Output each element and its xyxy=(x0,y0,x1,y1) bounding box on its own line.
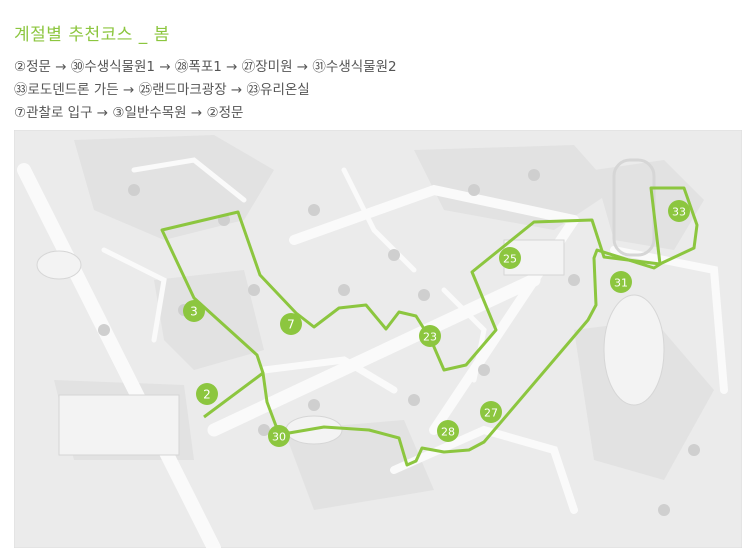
marker-23-label: 23 xyxy=(423,331,437,344)
marker-2-label: 2 xyxy=(203,388,211,402)
marker-33-label: 33 xyxy=(672,206,686,219)
route-line-2-text: ㉝로도덴드론 가든 → ㉕랜드마크광장 → ㉓유리온실 xyxy=(14,82,310,98)
marker-23[interactable]: 23 xyxy=(419,325,441,347)
route-markers: 3 7 2 30 23 28 xyxy=(183,200,690,447)
marker-31[interactable]: 31 xyxy=(610,271,632,293)
marker-3[interactable]: 3 xyxy=(183,300,205,322)
marker-7[interactable]: 7 xyxy=(280,313,302,335)
marker-31-label: 31 xyxy=(614,277,628,290)
marker-28[interactable]: 28 xyxy=(437,420,459,442)
marker-7-label: 7 xyxy=(287,318,295,332)
marker-25-label: 25 xyxy=(503,253,517,266)
trees xyxy=(98,169,700,516)
route-path-west xyxy=(160,210,661,374)
marker-27-label: 27 xyxy=(484,407,498,420)
route-line-3-text: ⑦관찰로 입구 → ③일반수목원 → ②정문 xyxy=(14,105,244,121)
marker-28-label: 28 xyxy=(441,426,455,439)
marker-25[interactable]: 25 xyxy=(499,247,521,269)
facility-shapes xyxy=(36,239,665,456)
park-map-svg: 3 7 2 30 23 28 xyxy=(13,129,743,555)
marker-2[interactable]: 2 xyxy=(196,383,218,405)
marker-33[interactable]: 33 xyxy=(668,200,690,222)
roads xyxy=(17,157,728,555)
route-line-2: ㉝로도덴드론 가든 → ㉕랜드마크광장 → ㉓유리온실 xyxy=(14,78,310,98)
marker-30-label: 30 xyxy=(272,431,286,444)
marker-3-label: 3 xyxy=(190,305,198,319)
page-title: 계절별 추천코스 _ 봄 xyxy=(14,25,170,45)
marker-30[interactable]: 30 xyxy=(268,425,290,447)
route-line-1-text: ②정문 → ㉚수생식물원1 → ㉘폭포1 → ㉗장미원 → ㉛수생식물원2 xyxy=(14,59,397,75)
park-map: 3 7 2 30 23 28 xyxy=(13,129,743,555)
route-line-1: ②정문 → ㉚수생식물원1 → ㉘폭포1 → ㉗장미원 → ㉛수생식물원2 xyxy=(14,55,397,75)
marker-27[interactable]: 27 xyxy=(480,401,502,423)
route-line-3: ⑦관찰로 입구 → ③일반수목원 → ②정문 xyxy=(14,101,243,121)
